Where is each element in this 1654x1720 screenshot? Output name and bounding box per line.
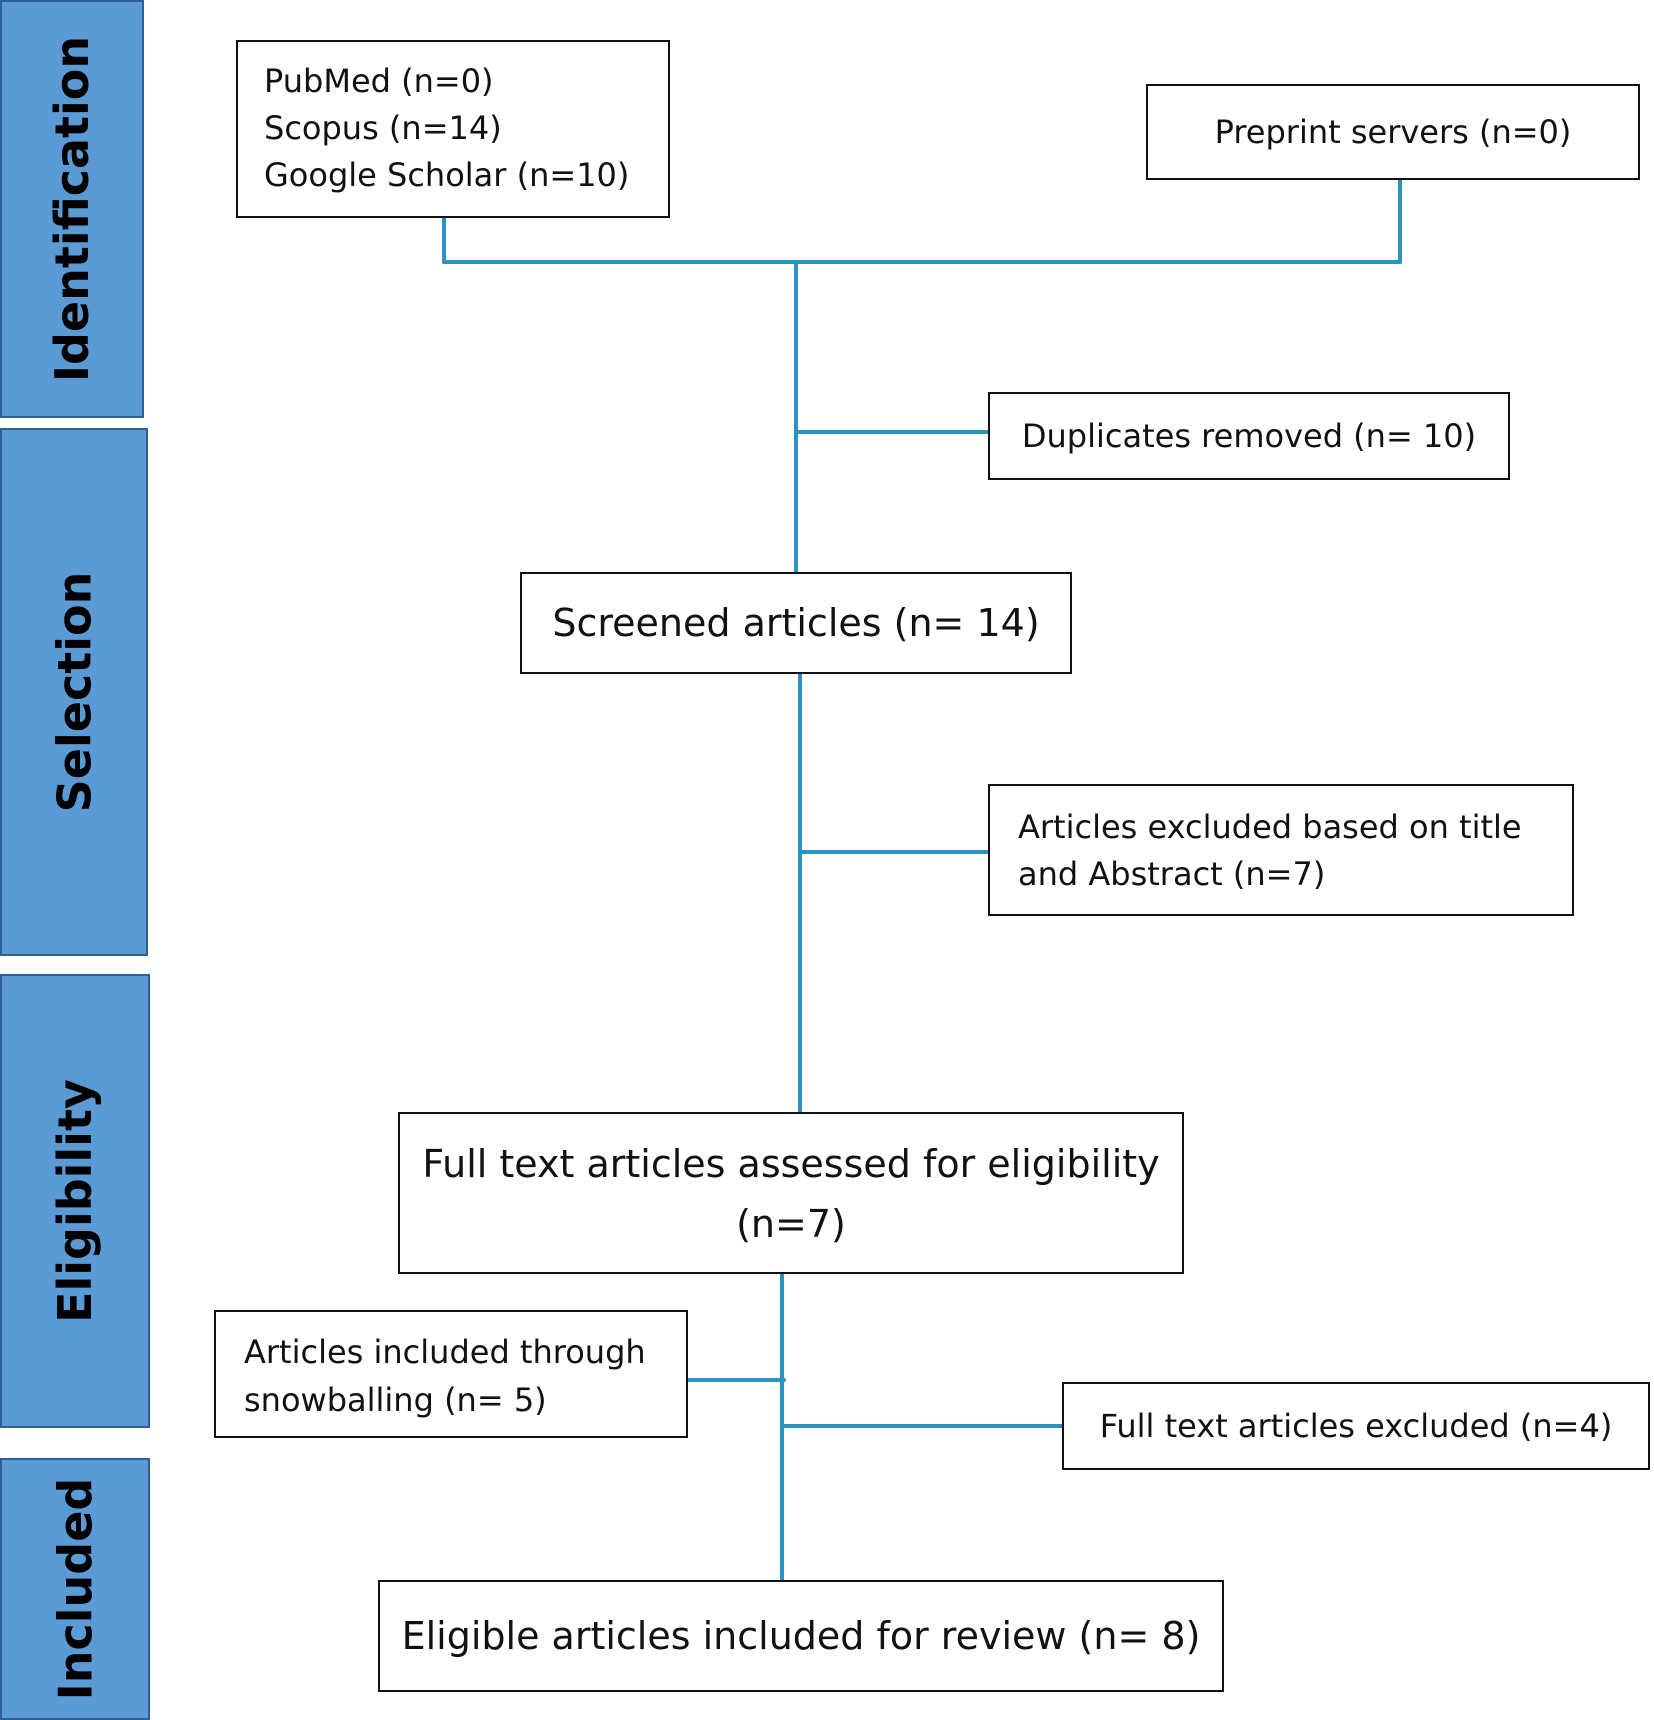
fulltext-assessed-line-2: (n=7): [736, 1202, 846, 1246]
fulltext-assessed-line-1: Full text articles assessed for eligibil…: [422, 1142, 1160, 1186]
fulltext-excluded-label: Full text articles excluded (n=4): [1099, 1407, 1613, 1445]
screened-articles-label: Screened articles (n= 14): [552, 601, 1040, 645]
excluded-title-abstract-line-2: and Abstract (n=7): [1018, 855, 1326, 893]
fulltext-assessed-box: Full text articles assessed for eligibil…: [398, 1112, 1184, 1274]
snowballing-line-2: snowballing (n= 5): [244, 1381, 547, 1419]
eligible-included-label: Eligible articles included for review (n…: [401, 1614, 1201, 1658]
excluded-title-abstract-line-1: Articles excluded based on title: [1018, 808, 1522, 846]
preprint-servers-label: Preprint servers (n=0): [1214, 113, 1572, 151]
phase-included: Included: [0, 1458, 150, 1720]
screened-articles-box: Screened articles (n= 14): [520, 572, 1072, 674]
source-google-scholar: Google Scholar (n=10): [264, 156, 630, 194]
snowballing-line-1: Articles included through: [244, 1333, 646, 1371]
source-scopus: Scopus (n=14): [264, 109, 502, 147]
database-sources-box: PubMed (n=0) Scopus (n=14) Google Schola…: [236, 40, 670, 218]
duplicates-removed-box: Duplicates removed (n= 10): [988, 392, 1510, 480]
duplicates-removed-label: Duplicates removed (n= 10): [1021, 417, 1477, 455]
phase-selection: Selection: [0, 428, 148, 956]
phase-eligibility: Eligibility: [0, 974, 150, 1428]
snowballing-box: Articles included through snowballing (n…: [214, 1310, 688, 1438]
preprint-servers-box: Preprint servers (n=0): [1146, 84, 1640, 180]
phase-identification: Identification: [0, 0, 144, 418]
eligible-included-box: Eligible articles included for review (n…: [378, 1580, 1224, 1692]
fulltext-excluded-box: Full text articles excluded (n=4): [1062, 1382, 1650, 1470]
source-pubmed: PubMed (n=0): [264, 62, 494, 100]
excluded-title-abstract-box: Articles excluded based on title and Abs…: [988, 784, 1574, 916]
